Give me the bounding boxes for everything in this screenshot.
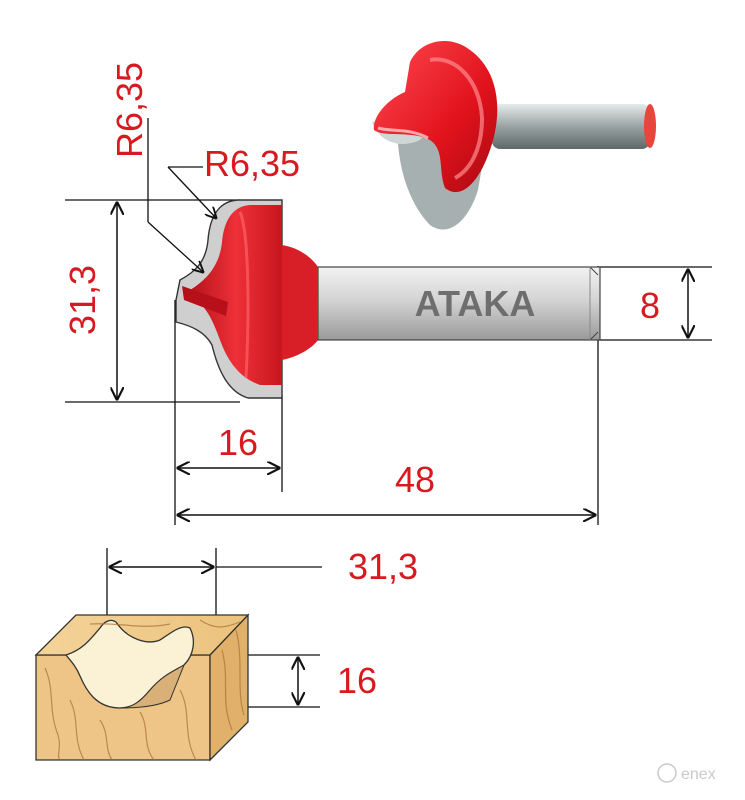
watermark-logo-icon [657,763,677,783]
workpiece-illustration [34,548,322,762]
cutting-depth-label: 16 [218,422,258,463]
router-bit-photo [372,40,656,230]
brand-label: ATAKA [415,283,536,324]
cutting-height-label: 31,3 [62,265,103,335]
watermark: enex [657,763,716,783]
profile-depth-label: 16 [337,660,377,701]
radius-top-label: R6,35 [109,62,150,158]
router-bit-drawing [65,118,712,525]
radius-side-label: R6,35 [204,143,300,184]
watermark-text: enex [681,766,716,783]
total-length-label: 48 [395,459,435,500]
shank-diameter-label: 8 [640,285,660,326]
profile-width-label: 31,3 [348,546,418,587]
